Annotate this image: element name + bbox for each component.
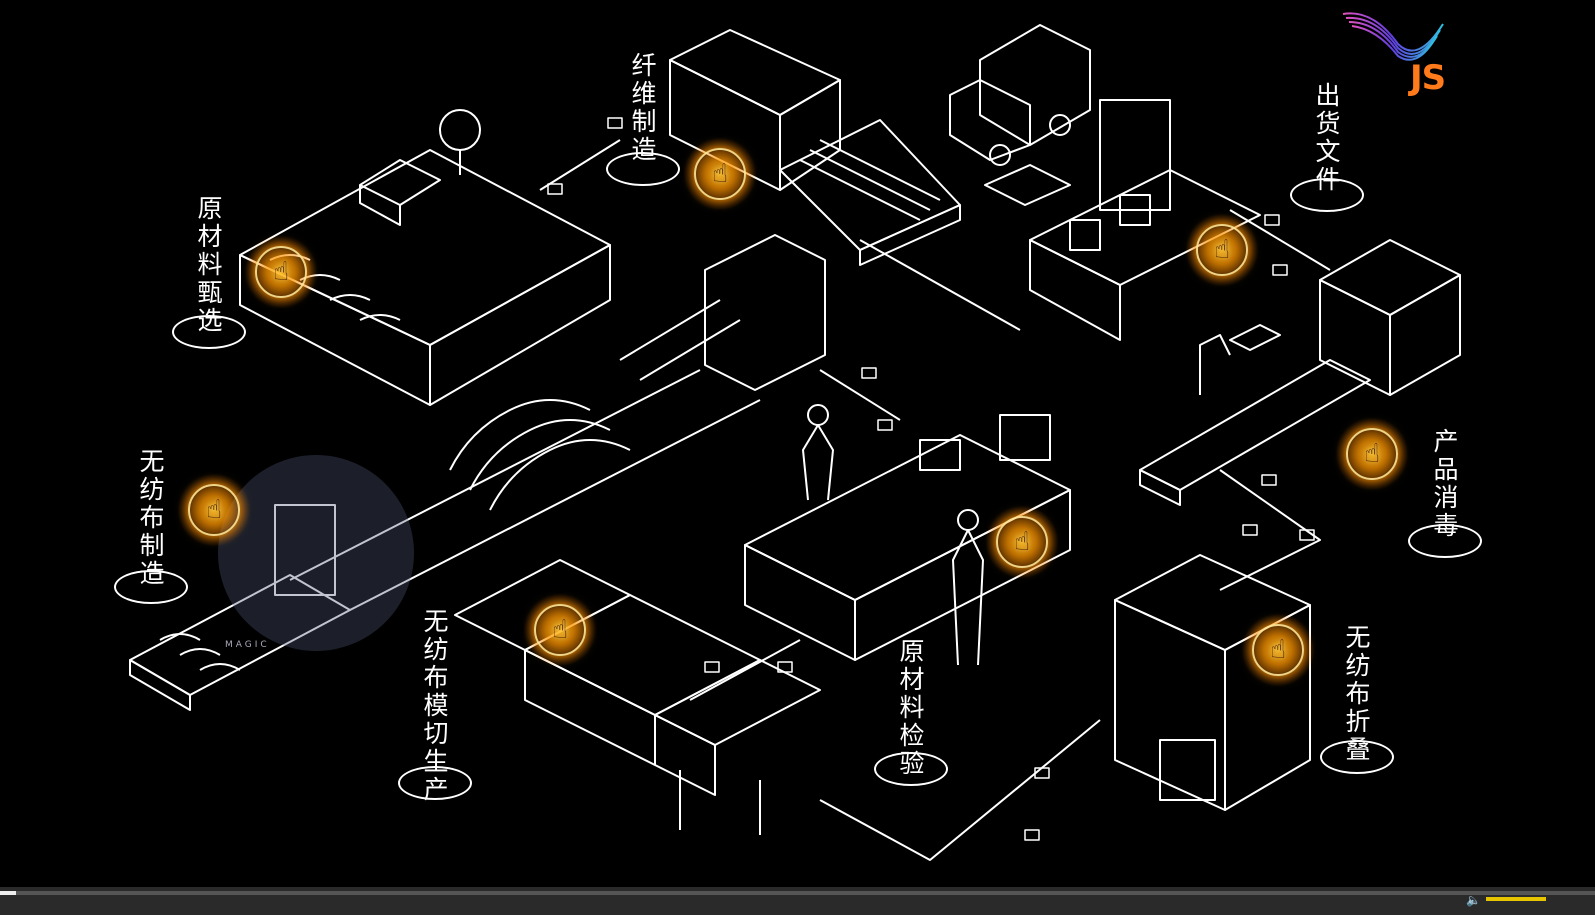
label-raw-selection: 原材料甄选 bbox=[194, 195, 223, 335]
volume-icon[interactable]: 🔈 bbox=[1466, 893, 1481, 907]
flow-path bbox=[1229, 209, 1331, 271]
volume-slider[interactable] bbox=[1486, 897, 1546, 901]
label-ring bbox=[172, 315, 246, 349]
pointer-hand-icon: ☝ bbox=[1214, 235, 1230, 265]
hotspot-raw-selection[interactable]: ☝ bbox=[245, 236, 317, 308]
label-nonwoven-making: 无纺布制造 bbox=[136, 448, 165, 588]
pointer-hand-icon: ☝ bbox=[552, 615, 568, 645]
inspection-lab-drawing bbox=[744, 404, 1071, 666]
flow-path bbox=[1219, 469, 1321, 591]
flow-arrows bbox=[547, 117, 1315, 841]
hotspot-shipping-docs[interactable]: ☝ bbox=[1186, 214, 1258, 286]
flow-path bbox=[819, 369, 901, 421]
hotspot-raw-inspection[interactable]: ☝ bbox=[986, 506, 1058, 578]
pointer-hand-icon: ☝ bbox=[712, 159, 728, 189]
label-ring bbox=[398, 766, 472, 800]
fiber-machine-drawing bbox=[669, 29, 961, 266]
label-ring bbox=[1320, 740, 1394, 774]
brand-logo-text: JS bbox=[1410, 58, 1446, 98]
label-ring bbox=[1290, 178, 1364, 212]
production-line-drawing bbox=[129, 234, 826, 711]
brand-logo-icon bbox=[1342, 12, 1444, 61]
shipping-station-drawing bbox=[1029, 99, 1261, 341]
label-shipping-docs: 出货文件 bbox=[1312, 82, 1341, 194]
pointer-hand-icon: ☝ bbox=[1014, 527, 1030, 557]
watermark-text: MAGIC bbox=[225, 640, 270, 650]
label-ring bbox=[114, 570, 188, 604]
label-ring bbox=[874, 752, 948, 786]
progress-track[interactable] bbox=[0, 891, 1595, 895]
hotspot-fiber-making[interactable]: ☝ bbox=[684, 138, 756, 210]
watermark-circle bbox=[218, 455, 414, 651]
disinfection-machine-drawing bbox=[1139, 239, 1461, 506]
die-cut-machine-drawing bbox=[454, 559, 821, 835]
pointer-hand-icon: ☝ bbox=[1364, 439, 1380, 469]
pointer-hand-icon: ☝ bbox=[206, 495, 222, 525]
hotspot-nonwoven-folding[interactable]: ☝ bbox=[1242, 614, 1314, 686]
pointer-hand-icon: ☝ bbox=[1270, 635, 1286, 665]
progress-fill bbox=[0, 891, 16, 895]
hotspot-product-disinfection[interactable]: ☝ bbox=[1336, 418, 1408, 490]
label-ring bbox=[606, 152, 680, 186]
label-ring bbox=[1408, 524, 1482, 558]
flow-path bbox=[539, 139, 621, 191]
flow-path bbox=[819, 719, 1101, 861]
flow-path bbox=[859, 239, 1021, 331]
pointer-hand-icon: ☝ bbox=[273, 257, 289, 287]
flow-path bbox=[689, 639, 801, 701]
label-product-disinfection: 产品消毒 bbox=[1430, 428, 1459, 540]
hotspot-nonwoven-making[interactable]: ☝ bbox=[178, 474, 250, 546]
label-fiber-making: 纤维制造 bbox=[628, 52, 657, 164]
truck-drawing bbox=[949, 24, 1091, 206]
hotspot-die-cut-production[interactable]: ☝ bbox=[524, 594, 596, 666]
